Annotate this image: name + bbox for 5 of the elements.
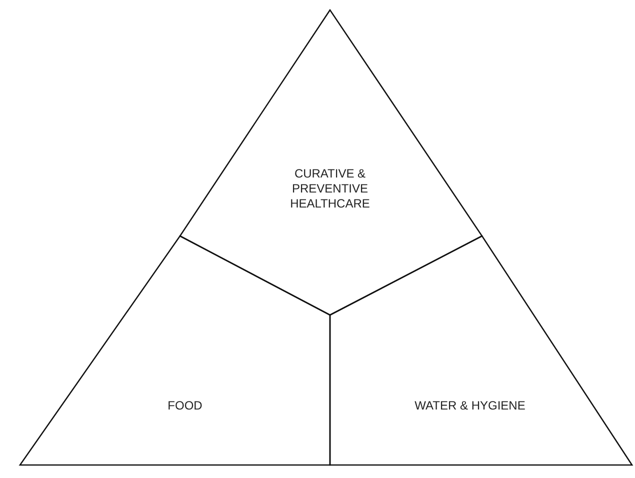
triangle-segment bbox=[330, 236, 632, 465]
segment-label: WATER & HYGIENE bbox=[414, 398, 526, 414]
segment-label: FOOD bbox=[166, 398, 204, 414]
segment-label: CURATIVE & PREVENTIVE HEALTHCARE bbox=[289, 166, 371, 212]
triangle-segment bbox=[20, 236, 330, 465]
